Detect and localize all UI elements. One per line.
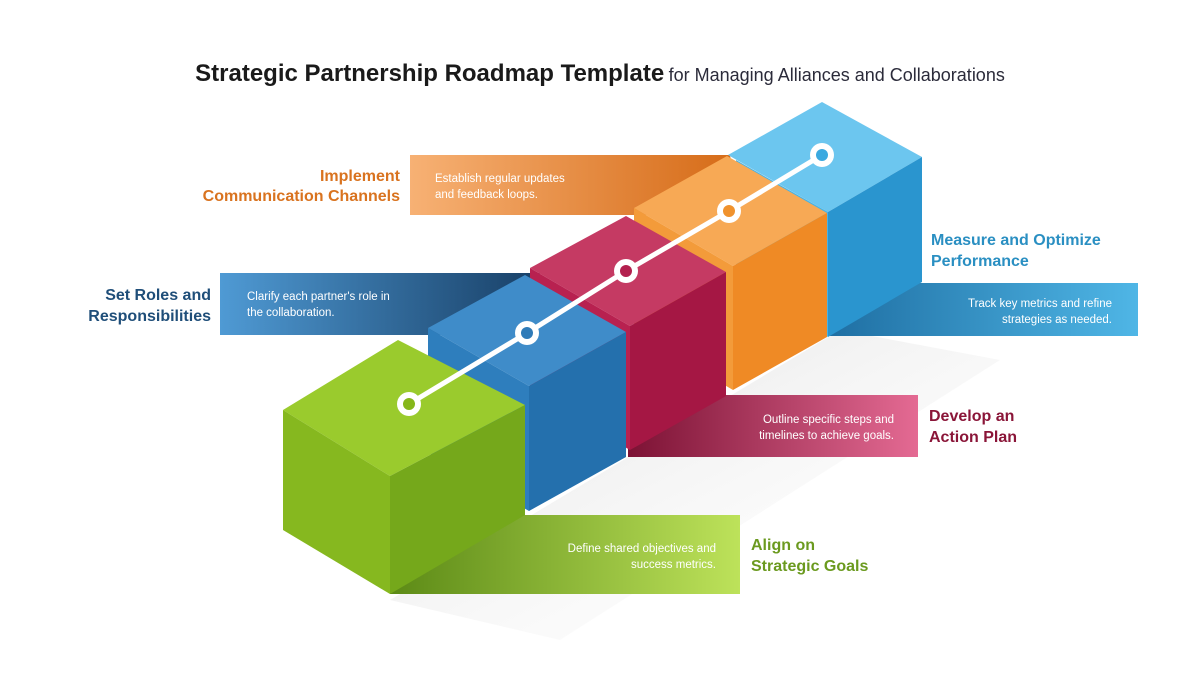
- milestone-marker-3: [614, 259, 638, 283]
- desc-roles-2: the collaboration.: [247, 307, 335, 319]
- title-block: Strategic Partnership Roadmap Template f…: [0, 60, 1200, 88]
- desc-align-2: success metrics.: [631, 559, 716, 571]
- desc-measure-1: Track key metrics and refine: [968, 298, 1112, 310]
- page-title: Strategic Partnership Roadmap Template: [195, 60, 665, 87]
- heading-align-2: Strategic Goals: [751, 558, 868, 575]
- desc-communication-2: and feedback loops.: [435, 189, 538, 201]
- page-subtitle: for Managing Alliances and Collaboration…: [668, 65, 1005, 85]
- heading-communication-2: Communication Channels: [203, 188, 400, 205]
- heading-align-1: Align on: [751, 537, 815, 554]
- milestone-marker-4: [717, 199, 741, 223]
- heading-roles-1: Set Roles and: [105, 287, 211, 304]
- band-action: [628, 395, 918, 457]
- desc-communication-1: Establish regular updates: [435, 173, 565, 185]
- milestone-marker-5: [810, 143, 834, 167]
- milestone-marker-2: [515, 321, 539, 345]
- desc-align-1: Define shared objectives and: [568, 543, 716, 555]
- band-measure: [830, 283, 1138, 336]
- heading-roles-2: Responsibilities: [88, 308, 211, 325]
- heading-action-2: Action Plan: [929, 429, 1017, 446]
- heading-measure-1: Measure and Optimize: [931, 232, 1101, 249]
- heading-measure-2: Performance: [931, 253, 1029, 270]
- desc-action-2: timelines to achieve goals.: [759, 430, 894, 442]
- desc-action-1: Outline specific steps and: [763, 414, 894, 426]
- desc-roles-1: Clarify each partner's role in: [247, 291, 390, 303]
- desc-measure-2: strategies as needed.: [1002, 314, 1112, 326]
- milestone-marker-1: [397, 392, 421, 416]
- heading-communication-1: Implement: [320, 168, 401, 185]
- heading-action-1: Develop an: [929, 408, 1014, 425]
